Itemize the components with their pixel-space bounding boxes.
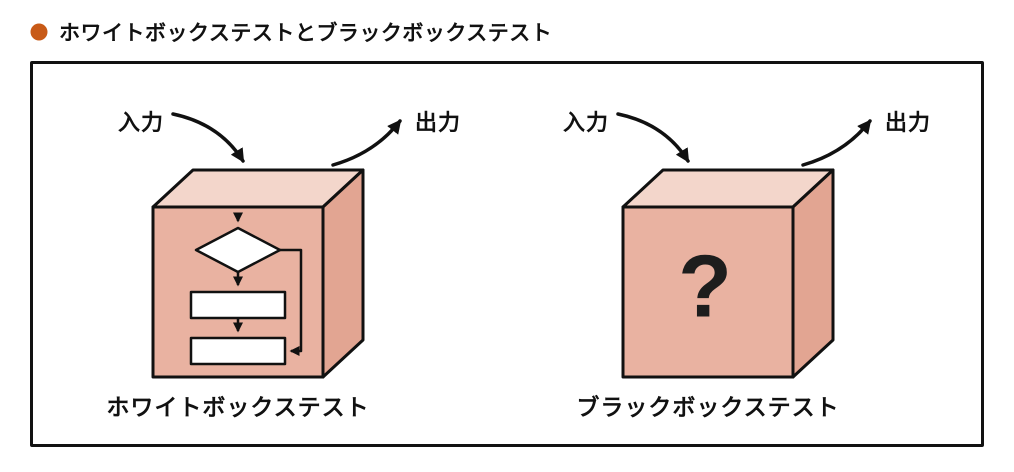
whitebox-diagram: 入力 出力 ホワイトボックステスト bbox=[106, 110, 461, 420]
whitebox-input-arrow bbox=[171, 112, 245, 163]
section-title: ホワイトボックステストとブラックボックステスト bbox=[30, 15, 984, 49]
blackbox-input-arrow bbox=[616, 112, 690, 163]
question-mark: ? bbox=[678, 237, 732, 336]
section-title-text: ホワイトボックステストとブラックボックステスト bbox=[59, 22, 553, 45]
whitebox-output-arrow bbox=[331, 119, 402, 167]
blackbox-caption: ブラックボックステスト bbox=[576, 394, 839, 420]
blackbox-front-face bbox=[621, 205, 795, 379]
flow-process-box-1 bbox=[189, 290, 287, 320]
blackbox-input-label: 入力 bbox=[563, 110, 609, 135]
diagram-svg: 入力 出力 ホワイトボックステスト 入力 bbox=[106, 110, 931, 420]
bullet-icon bbox=[30, 23, 48, 41]
blackbox-output-arrow bbox=[801, 119, 872, 167]
blackbox-output-label: 出力 bbox=[885, 110, 931, 135]
whitebox-output-label: 出力 bbox=[415, 110, 461, 135]
blackbox-diagram: 入力 出力 ? ブラックボックステスト bbox=[563, 110, 931, 420]
blackbox-side-face bbox=[791, 168, 835, 379]
whitebox-input-label: 入力 bbox=[118, 110, 164, 135]
flow-branch-arrow bbox=[280, 248, 303, 356]
diagram-panel: 入力 出力 ホワイトボックステスト 入力 bbox=[30, 61, 984, 447]
flow-process-box-2 bbox=[189, 336, 287, 366]
whitebox-side-face bbox=[321, 168, 365, 379]
whitebox-caption: ホワイトボックステスト bbox=[106, 394, 369, 420]
